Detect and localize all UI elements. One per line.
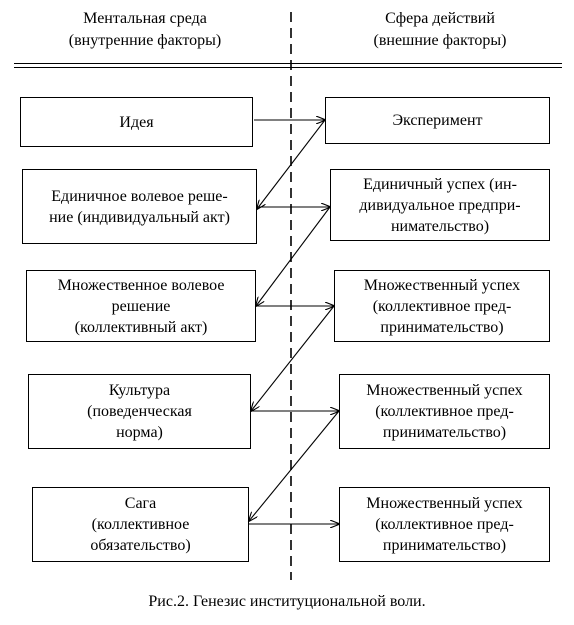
box-multiple-success-1-line-2: (коллективное пред-: [372, 297, 512, 315]
box-multiple-will-decision-line-1: Множественное волевое: [57, 276, 225, 294]
header-divider-top: [14, 63, 562, 64]
box-single-success-line-3: нимательство): [390, 217, 490, 235]
header-mental-environment: Ментальная среда (внутренние факторы): [40, 8, 250, 52]
box-culture: Культура (поведенческая норма): [28, 374, 251, 449]
box-multiple-success-1: Множественный успех (коллективное пред- …: [334, 270, 550, 342]
box-multiple-success-2-line-1: Множественный успех: [366, 382, 523, 399]
box-culture-line-2: (поведенческая: [87, 403, 192, 420]
box-single-will-decision: Единичное волевое реше- ние (индивидуаль…: [22, 169, 257, 244]
header-right-line-1: Сфера действий: [385, 10, 495, 27]
box-multiple-success-1-line-1: Множественный успех: [363, 276, 521, 294]
box-multiple-success-3-line-1: Множественный успех: [366, 495, 523, 512]
box-culture-line-3: норма): [116, 424, 163, 441]
box-multiple-success-2-line-2: (коллективное пред-: [375, 403, 514, 420]
arrow-single-success-to-multiple-decision: [256, 206, 331, 306]
box-single-success-line-2: дивидуальное предпри-: [359, 196, 521, 214]
box-single-will-decision-line-1: Единичное волевое реше-: [51, 187, 228, 205]
figure-caption: Рис.2. Генезис институциональной воли.: [148, 593, 426, 610]
arrow-multiple-success-to-saga: [249, 410, 340, 521]
box-idea-line-1: Идея: [119, 113, 154, 131]
box-single-will-decision-line-2: ние (индивидуальный акт): [49, 208, 230, 226]
box-saga-line-3: обязательство): [90, 537, 191, 554]
box-multiple-will-decision-line-3: (коллективный акт): [74, 318, 208, 336]
box-saga: Сага (коллективное обязательство): [32, 487, 249, 562]
box-culture-line-1: Культура: [108, 382, 171, 399]
box-multiple-will-decision-line-2: решение: [111, 297, 171, 315]
header-sphere-of-action: Сфера действий (внешние факторы): [325, 8, 555, 52]
arrow-experiment-to-single-decision: [257, 119, 326, 209]
box-idea: Идея: [20, 97, 253, 147]
box-multiple-success-3-line-2: (коллективное пред-: [375, 516, 514, 533]
header-left-line-2: (внутренние факторы): [68, 32, 222, 49]
box-experiment: Эксперимент: [325, 97, 550, 144]
box-multiple-success-1-line-3: принимательство): [380, 318, 504, 336]
header-divider-bottom: [14, 67, 562, 68]
box-saga-line-2: (коллективное: [91, 516, 190, 533]
box-saga-line-1: Сага: [124, 495, 157, 512]
box-experiment-line-1: Эксперимент: [392, 112, 483, 129]
box-single-success: Единичный успех (ин- дивидуальное предпр…: [330, 169, 550, 241]
box-single-success-line-1: Единичный успех (ин-: [363, 175, 517, 193]
header-left-line-1: Ментальная среда: [83, 10, 207, 27]
header-right-line-2: (внешние факторы): [373, 32, 507, 49]
box-multiple-success-2-line-3: принимательство): [382, 424, 507, 441]
box-multiple-will-decision: Множественное волевое решение (коллектив…: [26, 270, 256, 342]
box-multiple-success-2: Множественный успех (коллективное пред- …: [339, 374, 550, 449]
arrow-multiple-success-to-culture: [251, 305, 335, 411]
box-multiple-success-3-line-3: принимательство): [382, 537, 507, 554]
box-multiple-success-3: Множественный успех (коллективное пред- …: [339, 487, 550, 562]
